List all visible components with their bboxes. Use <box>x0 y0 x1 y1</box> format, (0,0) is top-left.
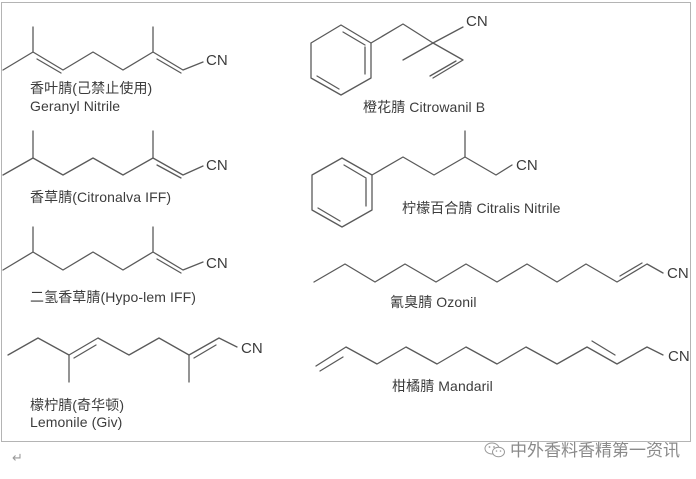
label-geranyl-en: Geranyl Nitrile <box>30 98 121 114</box>
cn-group-lemonile: CN <box>241 340 263 357</box>
watermark: 中外香料香精第一资讯 <box>484 436 680 461</box>
label-citronalva: 香草腈(Citronalva IFF) <box>30 189 172 205</box>
structure-citralis-nitrile <box>311 130 513 228</box>
watermark-text: 中外香料香精第一资讯 <box>510 441 680 461</box>
cn-group-citronalva: CN <box>206 157 228 174</box>
structure-citronalva <box>2 130 204 179</box>
structure-lemonile <box>7 337 238 383</box>
label-hypolem: 二氢香草腈(Hypo-lem IFF) <box>30 289 197 305</box>
structure-ozonil <box>313 262 664 283</box>
cn-group-citrowanil: CN <box>466 13 488 30</box>
label-citrowanil: 橙花腈 Citrowanil B <box>363 99 486 115</box>
structure-hypo-lem <box>2 226 204 274</box>
label-lemonile-en: Lemonile (Giv) <box>30 414 123 430</box>
cn-group-ozonil: CN <box>667 266 689 282</box>
structure-geranyl-nitrile <box>2 26 204 74</box>
cn-group-mandaril: CN <box>668 349 690 365</box>
label-geranyl-cn: 香叶腈(己禁止使用) <box>30 80 153 96</box>
structure-citrowanil-b <box>310 23 464 96</box>
label-ozonil: 氰臭腈 Ozonil <box>390 294 477 310</box>
label-citralis: 柠檬百合腈 Citralis Nitrile <box>402 200 561 216</box>
label-mandaril: 柑橘腈 Mandaril <box>392 378 493 394</box>
cn-group-geranyl: CN <box>206 52 228 69</box>
label-lemonile-cn: 檬柠腈(奇华顿) <box>30 397 125 413</box>
paragraph-return-mark: ↵ <box>12 450 23 465</box>
cn-group-hypolem: CN <box>206 255 228 272</box>
figure-frame <box>1 2 691 442</box>
wechat-icon <box>484 442 505 458</box>
cn-group-citralis: CN <box>516 157 538 174</box>
structure-mandaril <box>315 340 664 372</box>
